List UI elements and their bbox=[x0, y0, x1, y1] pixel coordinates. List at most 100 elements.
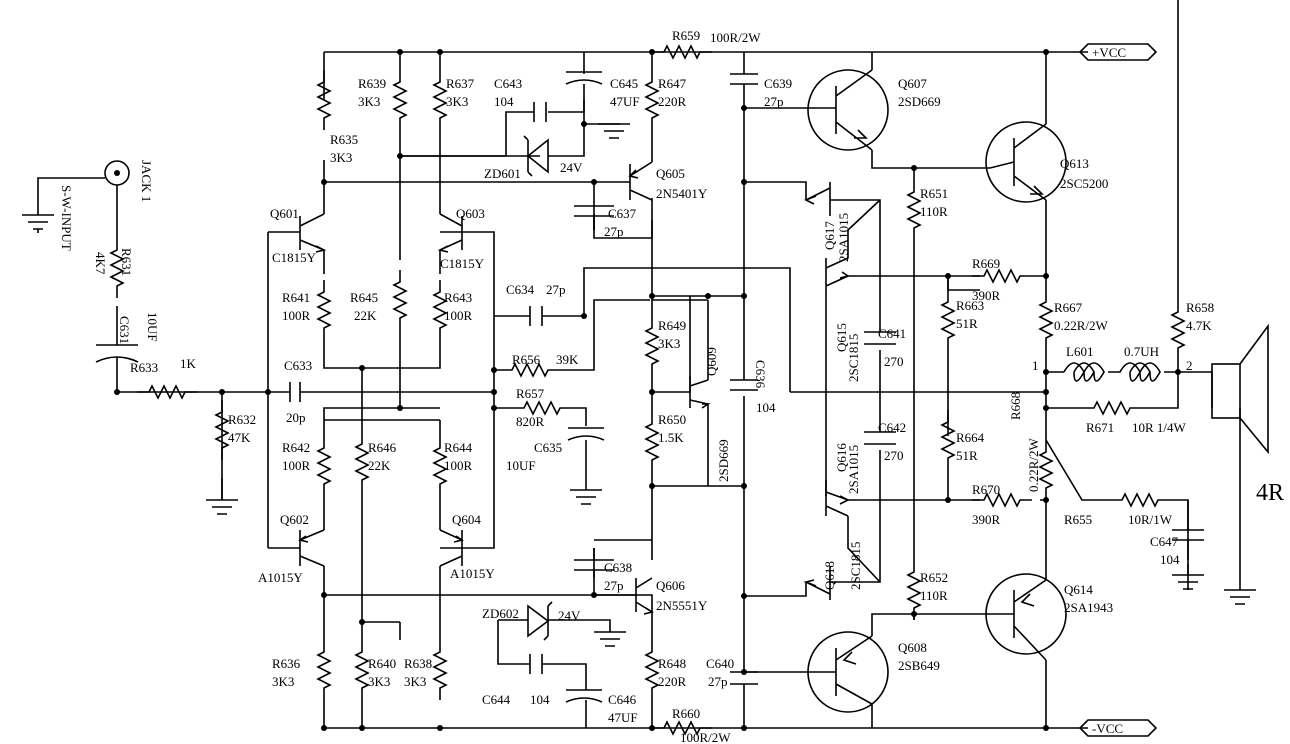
r663-ref: R663 bbox=[956, 298, 984, 313]
q602-part: A1015Y bbox=[258, 570, 303, 585]
r645-value: 22K bbox=[354, 308, 377, 323]
r632-ref: R632 bbox=[228, 412, 256, 427]
r646-ref: R646 bbox=[368, 440, 397, 455]
c643-value: 104 bbox=[494, 94, 514, 109]
q615-part: 2SC1815 bbox=[846, 334, 861, 382]
c631-ref: C631 bbox=[117, 316, 132, 344]
r670-value: 390R bbox=[972, 512, 1001, 527]
c641-ref: C641 bbox=[878, 326, 906, 341]
vcc-neg-label: -VCC bbox=[1092, 721, 1123, 736]
r631-value: 4K7 bbox=[93, 252, 108, 275]
component-labels: +VCC -VCC JACK 1 S-W-INPUT 4R L601 0.7UH… bbox=[59, 28, 1284, 744]
q604-part: A1015Y bbox=[450, 566, 495, 581]
q618-part: 2SC1815 bbox=[848, 542, 863, 590]
r669-value: 390R bbox=[972, 288, 1001, 303]
r645-ref: R645 bbox=[350, 290, 378, 305]
l601-pin2: 2 bbox=[1186, 358, 1193, 373]
r652-ref: R652 bbox=[920, 570, 948, 585]
c635-value: 10UF bbox=[506, 458, 536, 473]
r633-value: 1K bbox=[180, 356, 197, 371]
r639-ref: R639 bbox=[358, 76, 386, 91]
q605-ref: Q605 bbox=[656, 166, 685, 181]
r644-value: 100R bbox=[444, 458, 473, 473]
wiring bbox=[37, 0, 1241, 729]
c643-ref: C643 bbox=[494, 76, 522, 91]
q602-ref: Q602 bbox=[280, 512, 309, 527]
r651-ref: R651 bbox=[920, 186, 948, 201]
r664-value: 51R bbox=[956, 448, 978, 463]
r647-ref: R647 bbox=[658, 76, 687, 91]
zd601-ref: ZD601 bbox=[484, 166, 521, 181]
q617-ref: Q617 bbox=[822, 221, 837, 250]
r648-ref: R648 bbox=[658, 656, 686, 671]
r658-value: 4.7K bbox=[1186, 318, 1212, 333]
c642-ref: C642 bbox=[878, 420, 906, 435]
r656-ref: R656 bbox=[512, 352, 541, 367]
transistor-symbols bbox=[298, 69, 1067, 713]
c636-ref: C636 bbox=[753, 360, 768, 389]
c639-ref: C639 bbox=[764, 76, 792, 91]
c647-ref: C647 bbox=[1150, 534, 1179, 549]
r643-value: 100R bbox=[444, 308, 473, 323]
c638-value: 27p bbox=[604, 578, 624, 593]
q607-part: 2SD669 bbox=[898, 94, 941, 109]
l601-ref: L601 bbox=[1066, 344, 1093, 359]
c631-value: 10UF bbox=[145, 312, 160, 342]
r641-value: 100R bbox=[282, 308, 311, 323]
c633-value: 20p bbox=[286, 410, 306, 425]
jack-label: JACK 1 bbox=[139, 160, 154, 202]
q614-ref: Q614 bbox=[1064, 582, 1093, 597]
r648-value: 220R bbox=[658, 674, 687, 689]
r670-ref: R670 bbox=[972, 482, 1000, 497]
q601-part: C1815Y bbox=[272, 250, 317, 265]
r635-value: 3K3 bbox=[330, 150, 352, 165]
q604-ref: Q604 bbox=[452, 512, 481, 527]
r642-ref: R642 bbox=[282, 440, 310, 455]
c642-value: 270 bbox=[884, 448, 904, 463]
r647-value: 220R bbox=[658, 94, 687, 109]
r633-ref: R633 bbox=[130, 360, 158, 375]
c644-value: 104 bbox=[530, 692, 550, 707]
zd602-ref: ZD602 bbox=[482, 606, 519, 621]
r663-value: 51R bbox=[956, 316, 978, 331]
r667-value: 0.22R/2W bbox=[1054, 318, 1109, 333]
resistor-symbols bbox=[110, 45, 1185, 735]
c646-value: 47UF bbox=[608, 710, 638, 725]
q606-part: 2N5551Y bbox=[656, 598, 708, 613]
c635-ref: C635 bbox=[534, 440, 562, 455]
c633-ref: C633 bbox=[284, 358, 312, 373]
r632-value: 47K bbox=[228, 430, 251, 445]
q609-ref: Q609 bbox=[704, 347, 719, 376]
r660-ref: R660 bbox=[672, 706, 700, 721]
ground-symbols bbox=[22, 123, 1256, 647]
r635-ref: R635 bbox=[330, 132, 358, 147]
c641-value: 270 bbox=[884, 354, 904, 369]
q618-ref: Q618 bbox=[822, 561, 837, 590]
capacitor-symbols bbox=[95, 71, 1204, 703]
c634-value: 27p bbox=[546, 282, 566, 297]
input-jack-symbol bbox=[104, 160, 130, 186]
load-label: 4R bbox=[1256, 480, 1284, 506]
r664-ref: R664 bbox=[956, 430, 985, 445]
r655-value: 10R/1W bbox=[1128, 512, 1173, 527]
c638-ref: C638 bbox=[604, 560, 632, 575]
r669-ref: R669 bbox=[972, 256, 1000, 271]
c644-ref: C644 bbox=[482, 692, 511, 707]
r640-value: 3K3 bbox=[368, 674, 390, 689]
rail-tags bbox=[1078, 43, 1158, 737]
q605-part: 2N5401Y bbox=[656, 186, 708, 201]
r668-value: 0.22R/2W bbox=[1026, 437, 1041, 492]
zener-symbols bbox=[523, 135, 553, 641]
r655-ref: R655 bbox=[1064, 512, 1092, 527]
q608-part: 2SB649 bbox=[898, 658, 940, 673]
r646-value: 22K bbox=[368, 458, 391, 473]
inductor-symbol bbox=[1063, 362, 1178, 382]
r656-value: 39K bbox=[556, 352, 579, 367]
r659-value: 100R/2W bbox=[710, 30, 761, 45]
c637-ref: C637 bbox=[608, 206, 637, 221]
vcc-pos-label: +VCC bbox=[1092, 45, 1126, 60]
q607-ref: Q607 bbox=[898, 76, 927, 91]
r642-value: 100R bbox=[282, 458, 311, 473]
r639-value: 3K3 bbox=[358, 94, 380, 109]
r637-ref: R637 bbox=[446, 76, 475, 91]
